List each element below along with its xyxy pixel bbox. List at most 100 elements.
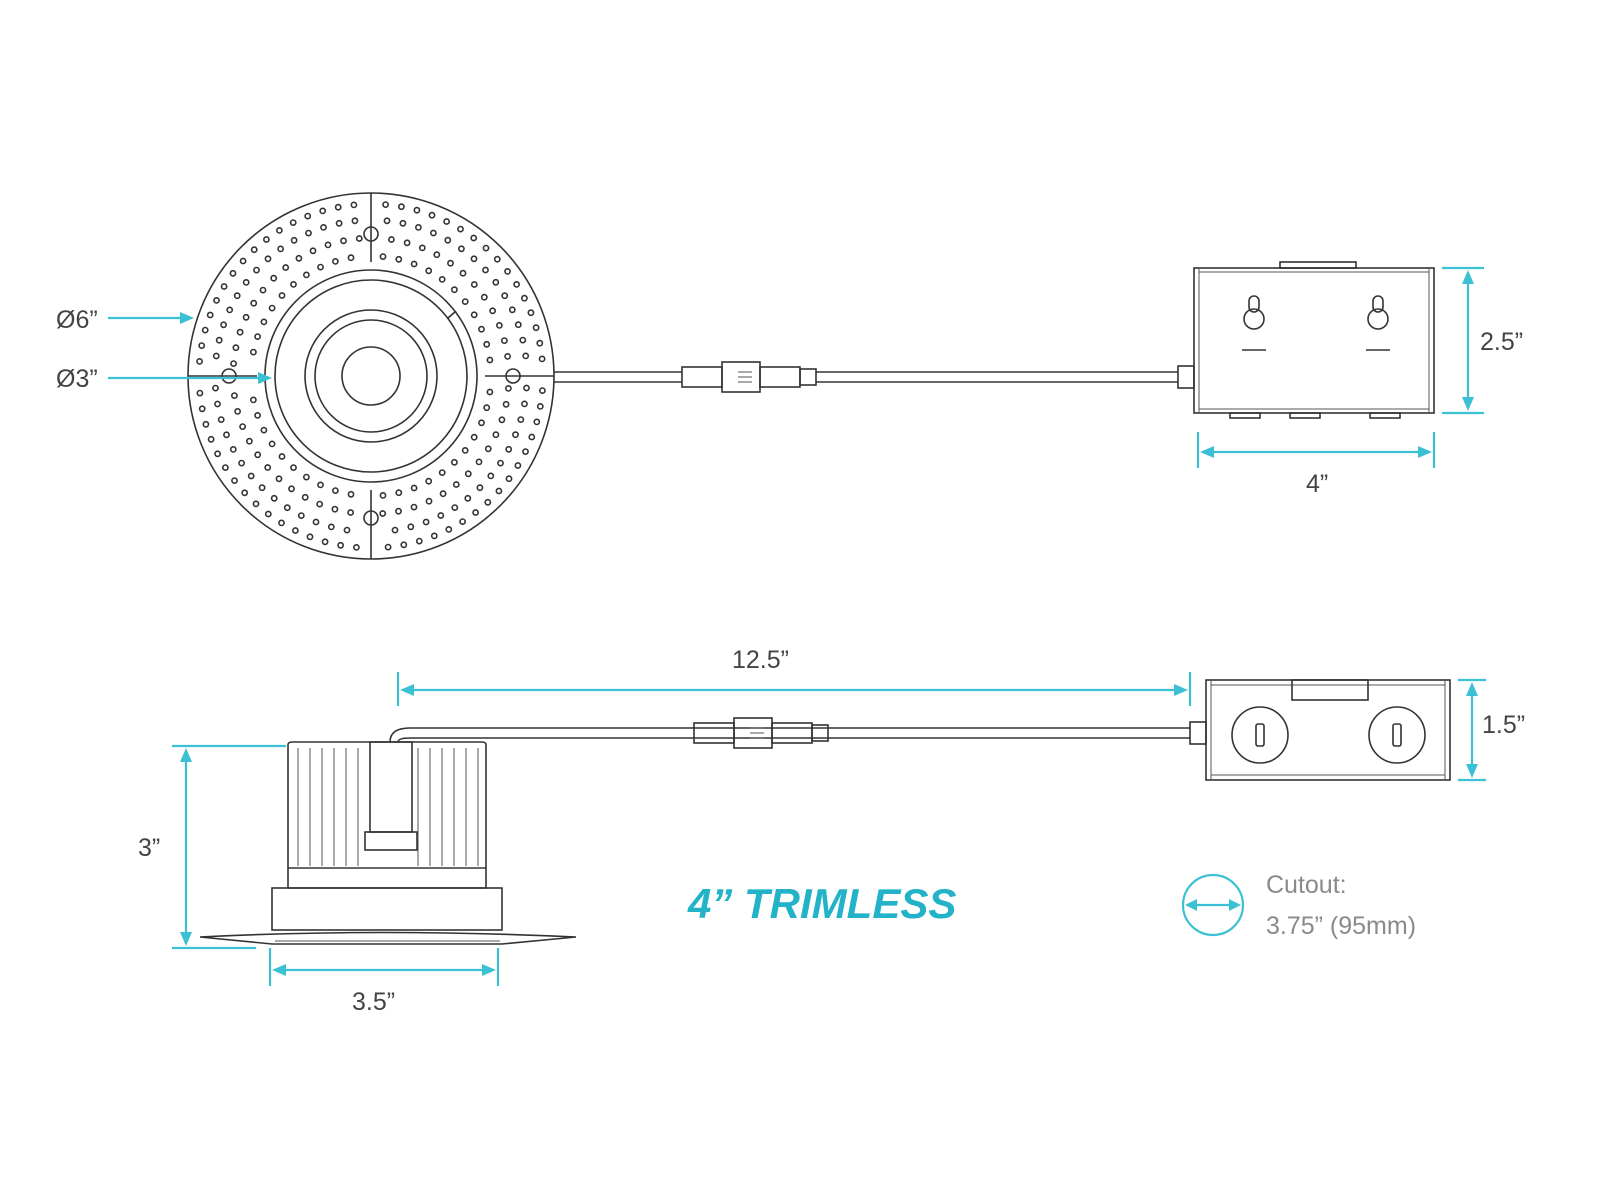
perforation-dot bbox=[288, 485, 295, 493]
perforation-dot bbox=[241, 489, 249, 497]
perforation-dot bbox=[270, 494, 278, 502]
perforation-dot bbox=[316, 500, 324, 508]
cutout-callout: Cutout: 3.75” (95mm) bbox=[1181, 871, 1416, 940]
perforation-dot bbox=[387, 236, 395, 243]
side-view-fixture bbox=[199, 741, 577, 945]
perforation-dot bbox=[202, 420, 210, 428]
perforation-dot bbox=[302, 473, 310, 481]
perforation-dot bbox=[214, 450, 221, 458]
perforation-dot bbox=[291, 527, 299, 534]
perforation-dot bbox=[230, 360, 237, 367]
perforation-dot bbox=[517, 416, 525, 423]
bezel-notch bbox=[447, 310, 457, 319]
perforation-dot bbox=[495, 487, 503, 495]
bezel-ring-inner bbox=[304, 309, 438, 443]
heatsink-fins bbox=[297, 748, 479, 866]
perforation-dot bbox=[301, 493, 309, 501]
outer-diameter-label: Ø6” bbox=[56, 306, 98, 334]
perforation-dot bbox=[521, 294, 528, 302]
perforation-dot bbox=[198, 405, 206, 413]
perforation-dot bbox=[250, 246, 258, 254]
perforation-dot bbox=[461, 298, 469, 305]
perforation-dot bbox=[334, 203, 342, 211]
perforation-dot bbox=[502, 400, 510, 408]
perforation-dot bbox=[447, 259, 454, 267]
perforation-dot bbox=[522, 352, 530, 360]
screw-hole-top bbox=[363, 226, 379, 242]
perforation-dot bbox=[492, 431, 500, 439]
led-lens bbox=[341, 346, 401, 406]
perforation-dot bbox=[410, 260, 418, 268]
keyhole-left bbox=[1242, 295, 1266, 351]
perforation-dot bbox=[253, 266, 260, 274]
perforation-dot bbox=[196, 357, 203, 365]
perforation-dot bbox=[254, 411, 261, 419]
box-depth-label: 2.5” bbox=[1480, 328, 1523, 356]
perforation-dot bbox=[439, 490, 447, 498]
perforation-dot bbox=[501, 292, 509, 300]
perforation-dot bbox=[207, 435, 215, 443]
perforation-dot bbox=[254, 333, 261, 340]
perforation-dot bbox=[482, 244, 490, 252]
perforation-dot bbox=[309, 247, 317, 255]
perforation-dot bbox=[320, 223, 327, 231]
inner-diameter-label: Ø3” bbox=[56, 365, 98, 393]
junction-box-side-view bbox=[1205, 679, 1451, 781]
box-width-label: 4” bbox=[1306, 470, 1328, 498]
perforation-dot bbox=[395, 507, 402, 515]
dimension-box-height: 1.5” bbox=[1458, 678, 1525, 782]
perforation-dot bbox=[433, 251, 441, 259]
perforation-dot bbox=[220, 283, 228, 290]
top-view-cable bbox=[554, 361, 1195, 393]
perforation-dot bbox=[429, 229, 437, 237]
perforation-dot bbox=[234, 407, 241, 415]
perforation-dot bbox=[519, 336, 527, 344]
perforation-dot bbox=[493, 255, 501, 263]
perforation-dot bbox=[461, 446, 469, 454]
perforation-dot bbox=[504, 384, 512, 392]
driver-bracket bbox=[369, 741, 413, 833]
perforation-dot bbox=[497, 459, 504, 467]
perforation-dot bbox=[475, 458, 483, 466]
perforation-dot bbox=[232, 344, 240, 352]
perforation-dot bbox=[268, 440, 276, 448]
perforation-dot bbox=[443, 218, 450, 225]
perforation-dot bbox=[215, 336, 223, 344]
perforation-dot bbox=[444, 236, 452, 244]
perforation-dot bbox=[221, 464, 229, 471]
perforation-dot bbox=[457, 225, 464, 233]
cutout-diameter-icon bbox=[1181, 873, 1245, 937]
perforation-dot bbox=[268, 304, 276, 312]
perforation-dot bbox=[331, 505, 339, 513]
perforation-dot bbox=[347, 509, 354, 516]
perforation-dot bbox=[476, 484, 484, 492]
junction-box-side-body bbox=[1205, 679, 1451, 781]
perforation-dot bbox=[539, 387, 546, 394]
perforation-dot bbox=[536, 339, 544, 347]
screw-hole-left bbox=[221, 368, 237, 384]
perforation-dot bbox=[347, 490, 355, 498]
connector-female bbox=[759, 366, 801, 388]
knockout-right bbox=[1368, 706, 1426, 764]
perforation-dot bbox=[226, 306, 234, 314]
perforation-dot bbox=[321, 538, 329, 546]
strain-relief bbox=[1177, 365, 1195, 389]
perforation-dot bbox=[331, 257, 339, 265]
perforation-dot bbox=[382, 201, 389, 208]
perforation-dot bbox=[514, 462, 522, 469]
perforation-dot bbox=[425, 477, 433, 485]
perforation-dot bbox=[399, 219, 407, 227]
perforation-dot bbox=[236, 328, 244, 336]
perforation-dot bbox=[277, 245, 284, 253]
perforation-dot bbox=[457, 245, 465, 253]
perforation-dot bbox=[229, 445, 237, 453]
cutout-label: Cutout: bbox=[1266, 871, 1347, 899]
perforation-dot bbox=[214, 400, 221, 408]
perforation-dot bbox=[438, 275, 446, 283]
perforation-dot bbox=[324, 241, 332, 249]
perforation-dot bbox=[504, 267, 511, 275]
perforation-dot bbox=[335, 219, 343, 227]
connector-male bbox=[681, 366, 723, 388]
perforation-dot bbox=[498, 416, 506, 424]
perforation-dot bbox=[410, 503, 418, 511]
